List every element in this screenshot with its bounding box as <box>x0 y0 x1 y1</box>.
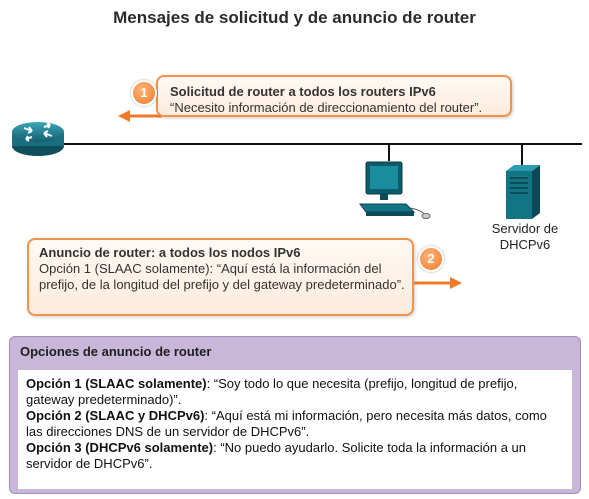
option-item-2: Opción 2 (SLAAC y DHCPv6): “Aquí está mi… <box>26 408 547 439</box>
options-list: Opción 1 (SLAAC solamente): “Soy todo lo… <box>18 370 572 489</box>
pc-icon <box>359 161 431 219</box>
server-link <box>521 145 523 165</box>
advertisement-heading: Anuncio de router: a todos los nodos IPv… <box>39 245 301 260</box>
step-badge-1: 1 <box>131 80 157 106</box>
option-item-1: Opción 1 (SLAAC solamente): “Soy todo lo… <box>26 376 518 407</box>
diagram-title: Mensajes de solicitud y de anuncio de ro… <box>113 8 476 27</box>
router-icon <box>12 122 64 156</box>
arrow-left-icon <box>118 110 162 122</box>
solicitation-heading: Solicitud de router a todos los routers … <box>170 84 436 99</box>
options-panel: Opciones de anuncio de router Opción 1 (… <box>9 336 581 494</box>
advertisement-body: Opción 1 (SLAAC solamente): “Aquí está l… <box>39 261 405 292</box>
server-label: Servidor de DHCPv6 <box>491 221 559 252</box>
advertisement-callout: Anuncio de router: a todos los nodos IPv… <box>27 238 414 316</box>
options-heading: Opciones de anuncio de router <box>20 344 212 359</box>
solicitation-quote: “Necesito información de direccionamient… <box>170 100 483 115</box>
option-item-3: Opción 3 (DHCPv6 solamente): “No puedo a… <box>26 440 527 471</box>
step-badge-2: 2 <box>418 246 444 272</box>
server-icon <box>506 165 540 219</box>
arrow-right-icon <box>414 277 462 289</box>
solicitation-callout: Solicitud de router a todos los routers … <box>156 75 512 117</box>
pc-link <box>388 145 390 161</box>
network-bus <box>40 143 582 145</box>
